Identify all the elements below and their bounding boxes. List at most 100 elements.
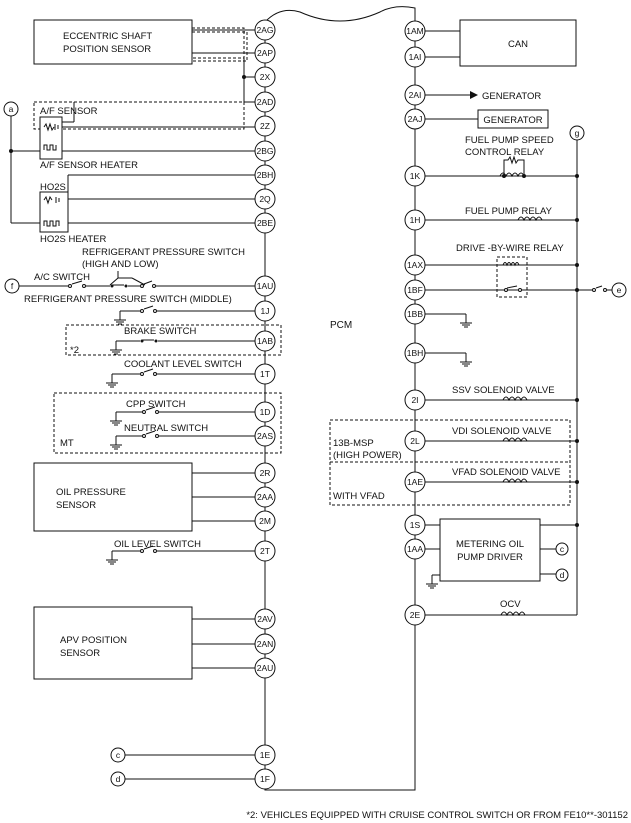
right-pin-group: 1AM 1AI 2AI 2AJ 1K 1H 1AX 1BF 1BB 1BH 2I… (404, 20, 426, 626)
svg-text:1H: 1H (410, 215, 421, 225)
fuel-pump-relay: FUEL PUMP RELAY (425, 206, 579, 222)
pin-2R: 2R (254, 462, 276, 484)
drive-by-wire-relay: DRIVE -BY-WIRE RELAY e (425, 243, 627, 298)
pin-2AI: 2AI (404, 84, 426, 106)
connector-g-rail: g (569, 125, 585, 615)
svg-text:HO2S: HO2S (40, 182, 66, 193)
svg-text:2AN: 2AN (257, 639, 274, 649)
pin-1BB: 1BB (404, 303, 426, 325)
pin-2E: 2E (404, 604, 426, 626)
pcm-label: PCM (330, 320, 352, 331)
svg-text:REFRIGERANT PRESSURE SWITCH: REFRIGERANT PRESSURE SWITCH (82, 247, 245, 258)
svg-text:PUMP DRIVER: PUMP DRIVER (457, 552, 523, 563)
brake-switch: BRAKE SWITCH *2 (65, 324, 282, 356)
pin-1AA: 1AA (404, 538, 426, 560)
svg-text:BRAKE SWITCH: BRAKE SWITCH (124, 326, 196, 337)
svg-text:c: c (560, 544, 565, 554)
svg-text:GENERATOR: GENERATOR (483, 115, 542, 126)
connector-c-left: c (110, 747, 255, 763)
pin-1AB: 1AB (254, 330, 276, 352)
generator-output: GENERATOR (425, 91, 541, 102)
pin-2Z: 2Z (254, 115, 276, 137)
pin-2BE: 2BE (254, 212, 276, 234)
pin-2AU: 2AU (254, 657, 276, 679)
svg-text:1D: 1D (260, 407, 271, 417)
pin-2AV: 2AV (254, 608, 276, 630)
svg-text:DRIVE -BY-WIRE RELAY: DRIVE -BY-WIRE RELAY (456, 243, 564, 254)
svg-text:OIL LEVEL SWITCH: OIL LEVEL SWITCH (114, 539, 201, 550)
svg-text:2X: 2X (260, 72, 271, 82)
svg-text:1AI: 1AI (409, 52, 422, 62)
pin-2AJ: 2AJ (404, 108, 426, 130)
svg-text:1AB: 1AB (257, 336, 273, 346)
svg-text:f: f (11, 281, 14, 291)
pin-2AA: 2AA (254, 486, 276, 508)
svg-text:*2: *2 (70, 345, 79, 356)
ho2s-sensor: HO2S HO2S HEATER (39, 174, 255, 245)
svg-text:1BB: 1BB (407, 309, 423, 319)
pin-2Q: 2Q (254, 188, 276, 210)
svg-text:POSITION SENSOR: POSITION SENSOR (63, 44, 151, 55)
pin-1H: 1H (404, 209, 426, 231)
vdi-vfad-group: VDI SOLENOID VALVE 13B-MSP (HIGH POWER) … (329, 419, 579, 506)
oil-pressure-sensor: OIL PRESSURE SENSOR (33, 462, 255, 532)
pin-1J: 1J (254, 300, 276, 322)
svg-text:OIL PRESSURE: OIL PRESSURE (56, 487, 126, 498)
pin-1BH: 1BH (404, 342, 426, 364)
svg-text:g: g (575, 128, 580, 138)
oil-level-switch: OIL LEVEL SWITCH (106, 539, 255, 565)
svg-text:CAN: CAN (508, 39, 528, 50)
svg-text:2M: 2M (259, 516, 271, 526)
svg-text:2AS: 2AS (257, 431, 273, 441)
svg-text:ECCENTRIC SHAFT: ECCENTRIC SHAFT (63, 31, 152, 42)
pin-2AD: 2AD (254, 91, 276, 113)
svg-text:2AV: 2AV (257, 614, 273, 624)
pin-1AM: 1AM (404, 20, 426, 42)
pin-1K: 1K (404, 165, 426, 187)
ac-switch-circuit: REFRIGERANT PRESSURE SWITCH (HIGH AND LO… (4, 247, 255, 305)
svg-text:SSV SOLENOID VALVE: SSV SOLENOID VALVE (452, 385, 555, 396)
svg-text:2I: 2I (411, 395, 418, 405)
pin-1AX: 1AX (404, 254, 426, 276)
svg-text:2E: 2E (410, 610, 421, 620)
svg-text:1T: 1T (260, 369, 270, 379)
svg-text:1AM: 1AM (406, 26, 423, 36)
footnote: *2: VEHICLES EQUIPPED WITH CRUISE CONTRO… (246, 810, 628, 821)
svg-text:OCV: OCV (500, 599, 521, 610)
svg-text:1BH: 1BH (407, 348, 424, 358)
pin-2M: 2M (254, 510, 276, 532)
generator-box: GENERATOR (425, 109, 549, 129)
metering-oil-pump-driver: METERING OIL PUMP DRIVER c d (425, 518, 579, 589)
pin-1S: 1S (404, 514, 426, 536)
svg-text:GENERATOR: GENERATOR (482, 91, 541, 102)
svg-text:FUEL PUMP RELAY: FUEL PUMP RELAY (465, 206, 553, 217)
svg-text:1BF: 1BF (407, 285, 423, 295)
ocv: OCV (425, 599, 577, 617)
pin-1T: 1T (254, 363, 276, 385)
svg-text:2T: 2T (260, 546, 270, 556)
pcm-outline (264, 6, 416, 791)
svg-text:1F: 1F (260, 774, 270, 784)
svg-text:(HIGH POWER): (HIGH POWER) (333, 450, 402, 461)
svg-text:2R: 2R (260, 468, 271, 478)
pin-2BG: 2BG (254, 140, 276, 162)
pin-2T: 2T (254, 540, 276, 562)
svg-text:d: d (560, 570, 565, 580)
refrig-mid-switch (114, 305, 255, 325)
svg-text:c: c (116, 750, 121, 760)
svg-text:1AX: 1AX (407, 260, 423, 270)
svg-text:2BH: 2BH (257, 170, 274, 180)
pin-2AS: 2AS (254, 425, 276, 447)
svg-text:1AA: 1AA (407, 544, 423, 554)
svg-text:A/F SENSOR: A/F SENSOR (40, 106, 98, 117)
pin-1AI: 1AI (404, 46, 426, 68)
svg-text:2AG: 2AG (256, 25, 273, 35)
svg-text:2AP: 2AP (257, 48, 273, 58)
svg-text:13B-MSP: 13B-MSP (333, 438, 374, 449)
svg-text:2Z: 2Z (260, 121, 270, 131)
pin-1F: 1F (254, 768, 276, 790)
coolant-level-switch: COOLANT LEVEL SWITCH (106, 359, 255, 388)
svg-text:2AJ: 2AJ (408, 114, 423, 124)
fuel-pump-speed-relay: FUEL PUMP SPEED CONTROL RELAY (425, 135, 579, 178)
svg-text:1AU: 1AU (257, 281, 274, 291)
